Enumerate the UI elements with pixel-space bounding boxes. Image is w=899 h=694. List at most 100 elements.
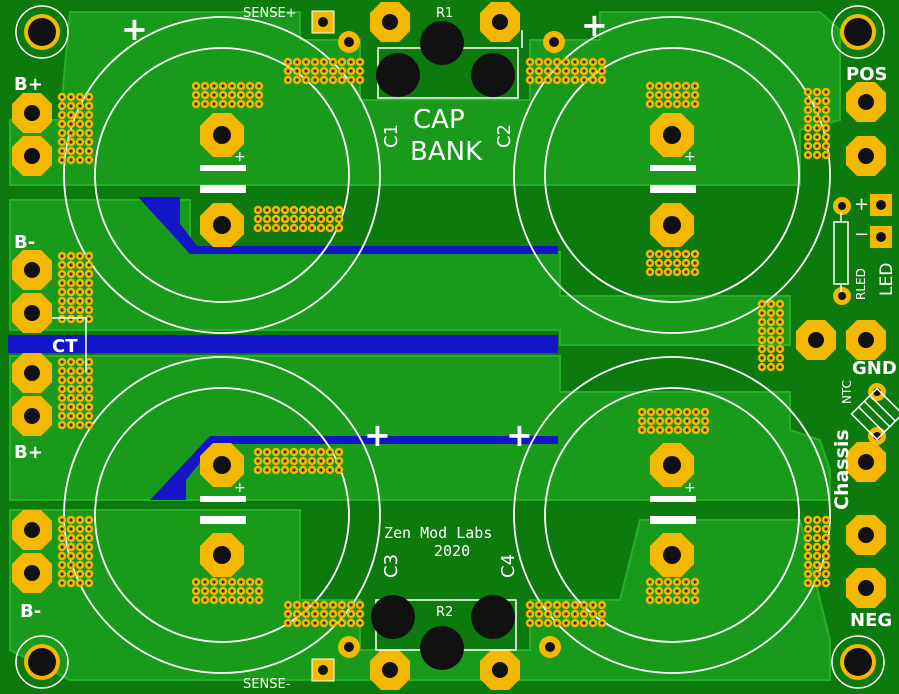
via-hole bbox=[87, 396, 91, 400]
via-hole bbox=[824, 126, 828, 130]
via-hole bbox=[265, 217, 269, 221]
via-hole bbox=[257, 580, 261, 584]
via-array bbox=[637, 407, 710, 435]
c2-label: C2 bbox=[494, 124, 515, 148]
via-hole bbox=[304, 612, 308, 616]
via-hole bbox=[304, 78, 308, 82]
via-hole bbox=[667, 428, 671, 432]
via-hole bbox=[78, 581, 82, 585]
blue-traces bbox=[8, 197, 558, 500]
via-hole bbox=[78, 387, 82, 391]
via-hole bbox=[358, 612, 362, 616]
via-hole bbox=[769, 302, 773, 306]
via-hole bbox=[265, 226, 269, 230]
via-hole bbox=[648, 252, 652, 256]
via-hole bbox=[78, 158, 82, 162]
via-hole bbox=[694, 419, 698, 423]
via-hole bbox=[806, 90, 810, 94]
via-hole bbox=[815, 518, 819, 522]
b-plus-low-label: B+ bbox=[14, 442, 43, 463]
via-hole bbox=[337, 459, 341, 463]
via-hole bbox=[78, 95, 82, 99]
via-hole bbox=[248, 598, 252, 602]
via-hole bbox=[286, 612, 290, 616]
via-hole bbox=[537, 69, 541, 73]
via-hole bbox=[769, 338, 773, 342]
ct-marker bbox=[52, 317, 87, 372]
via-hole bbox=[212, 589, 216, 593]
via-hole bbox=[69, 122, 73, 126]
via-hole bbox=[87, 140, 91, 144]
via-hole bbox=[87, 149, 91, 153]
r1-label: R1 bbox=[436, 6, 453, 21]
led-minus-mark: − bbox=[854, 224, 869, 245]
via-hole bbox=[78, 396, 82, 400]
via-hole bbox=[78, 527, 82, 531]
c1-label: C1 bbox=[381, 124, 402, 148]
via-hole bbox=[824, 518, 828, 522]
via-hole bbox=[769, 320, 773, 324]
via-hole bbox=[60, 563, 64, 567]
via-hole bbox=[301, 459, 305, 463]
via-hole bbox=[546, 612, 550, 616]
via-hole bbox=[806, 153, 810, 157]
via-hole bbox=[685, 419, 689, 423]
chassis-label: Chassis bbox=[831, 429, 853, 510]
via-hole bbox=[322, 612, 326, 616]
via-array bbox=[525, 600, 607, 628]
terminal-pads bbox=[12, 2, 886, 690]
via-hole bbox=[78, 272, 82, 276]
via-hole bbox=[684, 252, 688, 256]
via-hole bbox=[684, 84, 688, 88]
via-hole bbox=[648, 270, 652, 274]
via-hole bbox=[648, 598, 652, 602]
via-hole bbox=[666, 589, 670, 593]
via-hole bbox=[319, 217, 323, 221]
via-hole bbox=[328, 450, 332, 454]
via-hole bbox=[69, 140, 73, 144]
via-hole bbox=[256, 226, 260, 230]
via-hole bbox=[78, 131, 82, 135]
via-hole bbox=[657, 84, 661, 88]
via-array bbox=[525, 57, 607, 85]
cap-c1-outer bbox=[63, 16, 381, 334]
small-pads bbox=[311, 10, 892, 682]
via-hole bbox=[313, 78, 317, 82]
via-hole bbox=[248, 102, 252, 106]
via-hole bbox=[310, 459, 314, 463]
via-hole bbox=[666, 252, 670, 256]
via-hole bbox=[60, 290, 64, 294]
via-hole bbox=[194, 84, 198, 88]
via-hole bbox=[286, 60, 290, 64]
via-hole bbox=[537, 612, 541, 616]
via-hole bbox=[675, 261, 679, 265]
via-array bbox=[57, 515, 94, 588]
via-hole bbox=[87, 308, 91, 312]
via-hole bbox=[600, 621, 604, 625]
via-hole bbox=[657, 261, 661, 265]
via-hole bbox=[600, 69, 604, 73]
via-hole bbox=[301, 450, 305, 454]
via-hole bbox=[815, 126, 819, 130]
via-hole bbox=[648, 580, 652, 584]
via-hole bbox=[349, 60, 353, 64]
via-hole bbox=[230, 84, 234, 88]
via-hole bbox=[256, 468, 260, 472]
via-hole bbox=[591, 612, 595, 616]
via-hole bbox=[69, 563, 73, 567]
via-hole bbox=[675, 102, 679, 106]
via-hole bbox=[295, 612, 299, 616]
via-hole bbox=[693, 93, 697, 97]
via-hole bbox=[658, 419, 662, 423]
via-hole bbox=[69, 95, 73, 99]
via-hole bbox=[69, 581, 73, 585]
via-hole bbox=[649, 410, 653, 414]
via-hole bbox=[528, 78, 532, 82]
via-hole bbox=[60, 554, 64, 558]
via-hole bbox=[337, 217, 341, 221]
via-hole bbox=[640, 428, 644, 432]
via-hole bbox=[60, 272, 64, 276]
via-hole bbox=[304, 60, 308, 64]
via-hole bbox=[564, 78, 568, 82]
via-hole bbox=[676, 428, 680, 432]
